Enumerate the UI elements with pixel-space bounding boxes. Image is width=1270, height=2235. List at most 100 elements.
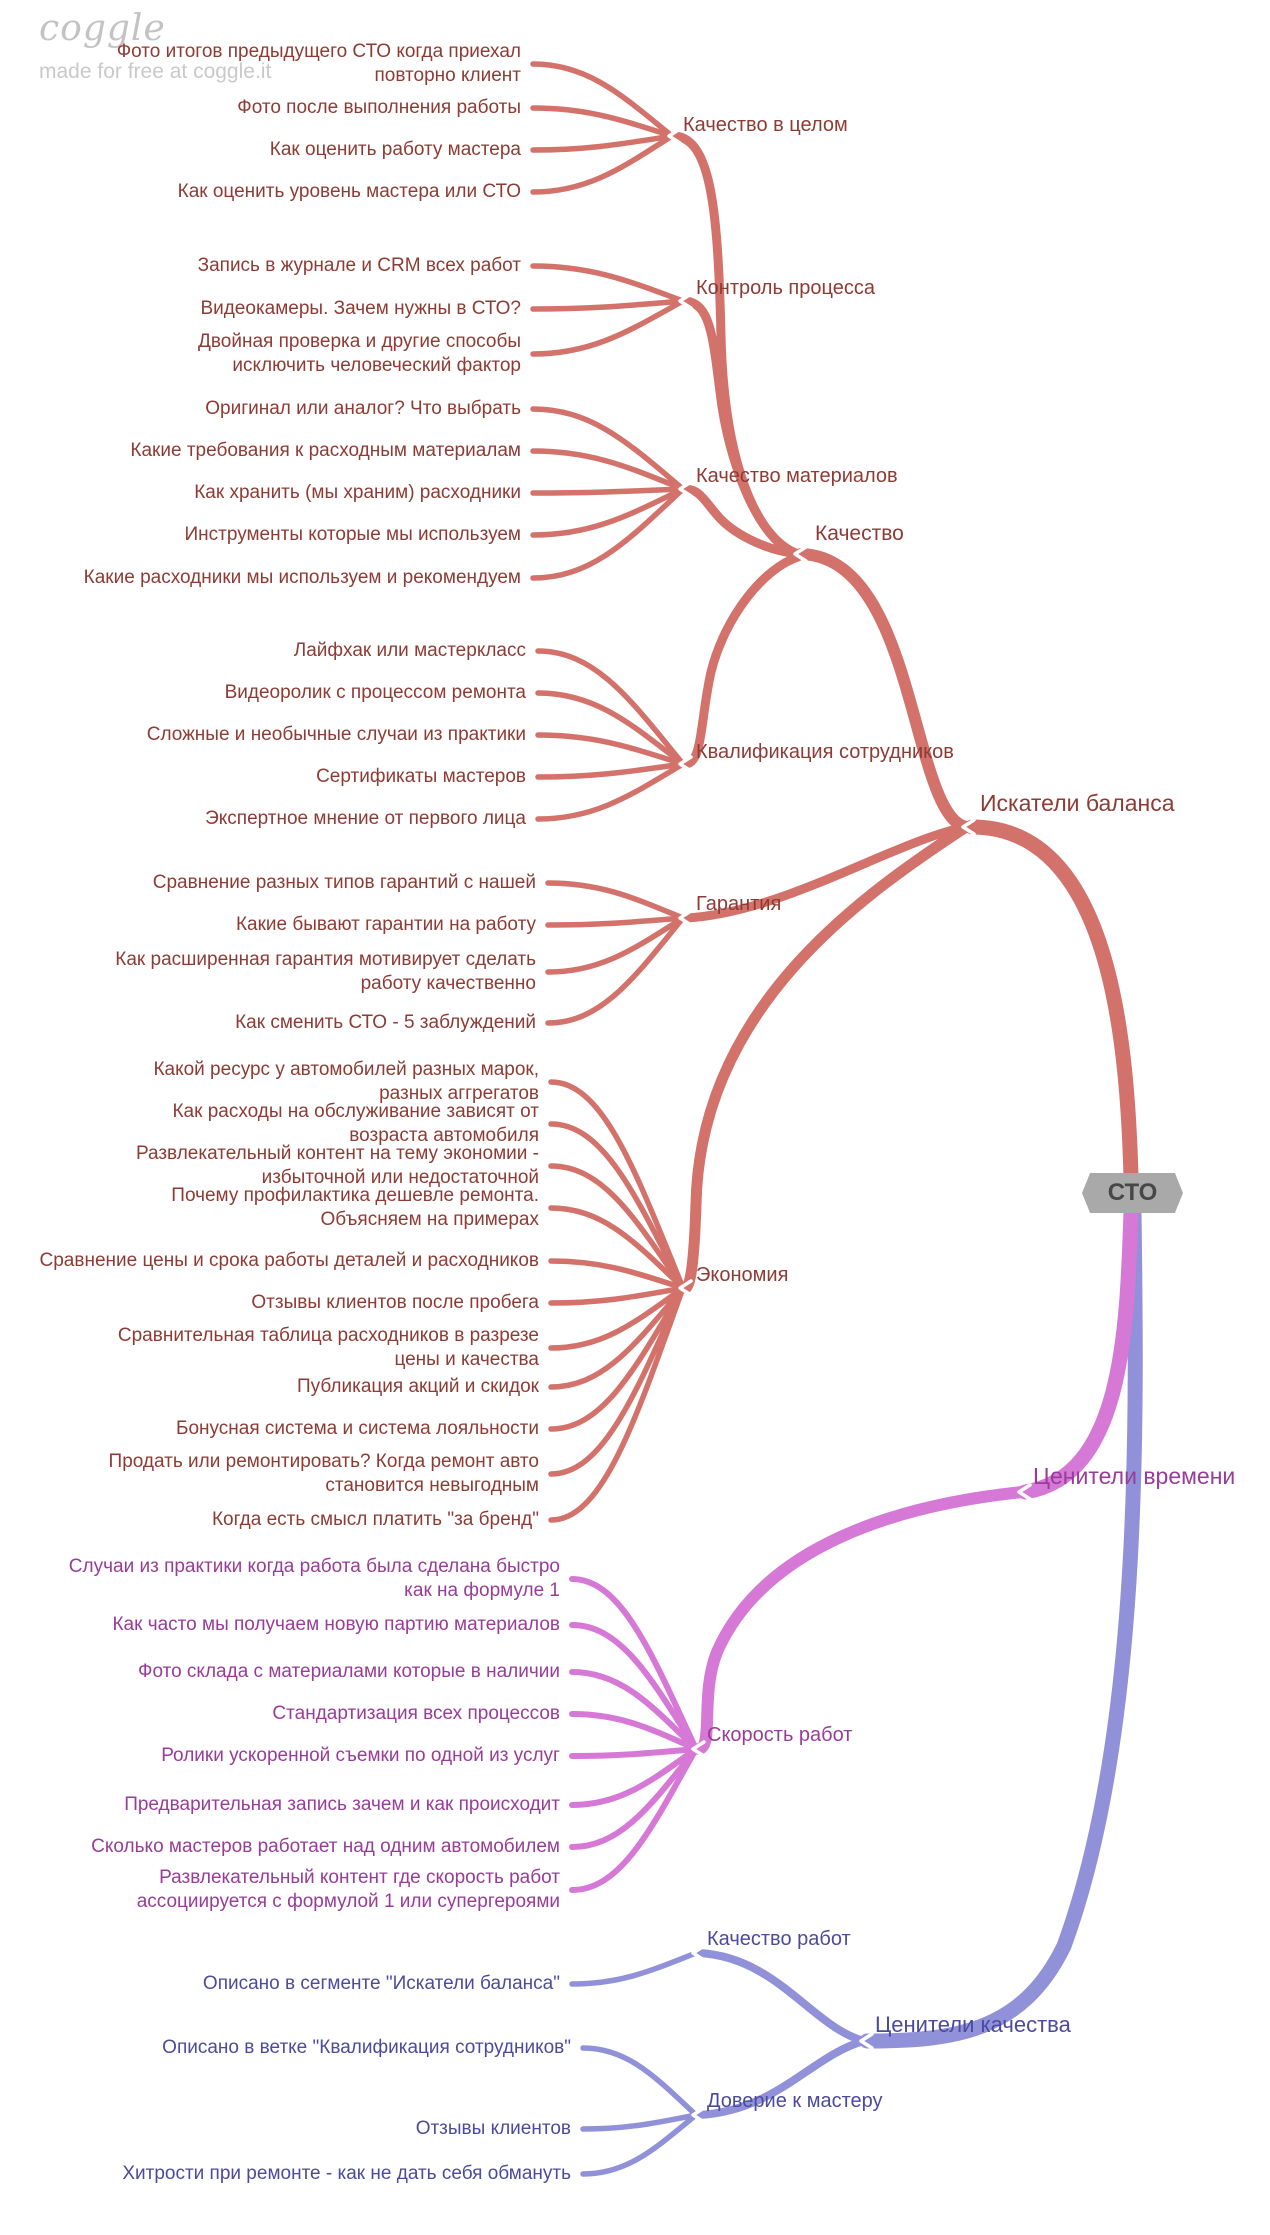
leaf-node[interactable]: Описано в сегменте "Искатели баланса" [202,1973,560,1994]
leaf-node[interactable]: Сравнение разных типов гарантий с нашей [152,872,536,893]
branch-master-trust[interactable]: Доверие к мастеру [707,2090,883,2112]
leaf-node[interactable]: Как сменить СТО - 5 заблуждений [235,1012,536,1033]
branch-curve [695,2037,868,2119]
branch-staff-qualification[interactable]: Квалификация сотрудников [696,741,954,763]
branch-curve [548,1285,686,1477]
branch-curve [569,1950,699,1987]
leaf-node[interactable]: Запись в журнале и CRM всех работ [197,255,521,276]
collapse-chevron-icon[interactable] [691,1944,706,1962]
leaf-node[interactable]: Фото после выполнения работы [237,97,521,118]
branch-curve [548,1163,686,1291]
leaf-node[interactable]: Почему профилактика дешевле ремонта. Объ… [171,1185,539,1230]
leaf-node[interactable]: Описано в ветке "Квалификация сотруднико… [162,2037,571,2058]
branch-curve [569,1746,699,1759]
branch-curve [530,133,675,153]
branch-curve [569,1746,699,1850]
leaf-node[interactable]: Какие требования к расходным материалам [130,440,521,461]
collapse-chevron-icon[interactable] [667,127,682,145]
branch-quality[interactable]: Качество [815,522,904,545]
leaf-node[interactable]: Видеокамеры. Зачем нужны в СТО? [200,298,521,319]
branch-economy[interactable]: Экономия [696,1264,789,1286]
leaf-node[interactable]: Лайфхак или мастеркласс [293,640,526,661]
collapse-chevron-icon[interactable] [691,1740,706,1758]
leaf-node[interactable]: Сертификаты мастеров [316,766,526,787]
branch-curve [548,1258,686,1291]
leaf-node[interactable]: Бонусная система и система лояльности [175,1418,539,1439]
collapse-chevron-icon[interactable] [678,480,693,498]
branch-work-quality[interactable]: Качество работ [707,1928,851,1950]
leaf-node[interactable]: Продать или ремонтировать? Когда ремонт … [108,1451,539,1496]
leaf-node[interactable]: Как расходы на обслуживание зависят от в… [172,1101,539,1146]
branch-curve [530,105,675,139]
collapse-chevron-icon[interactable] [1017,1483,1032,1501]
leaf-node[interactable]: Ролики ускоренной съемки по одной из усл… [161,1745,560,1766]
leaf-node[interactable]: Какие бывают гарантии на работу [235,914,536,935]
collapse-chevron-icon[interactable] [793,545,808,563]
branch-curve [530,61,675,139]
branch-materials-quality[interactable]: Качество материалов [696,465,898,487]
branch-curve [530,486,686,496]
branch-curve [548,1285,686,1432]
leaf-node[interactable]: Хитрости при ремонте - как не дать себя … [122,2163,571,2184]
leaf-node[interactable]: Стандартизация всех процессов [272,1703,560,1724]
leaf-node[interactable]: Двойная проверка и другие способы исключ… [198,331,521,376]
branch-curve [548,1285,686,1523]
collapse-chevron-icon[interactable] [678,755,693,773]
leaf-node[interactable]: Сравнение цены и срока работы деталей и … [39,1250,540,1271]
leaf-node[interactable]: Инструменты которые мы используем [184,524,522,545]
branch-curve [580,2045,699,2118]
branch-curve [548,1285,686,1390]
leaf-node[interactable]: Сколько мастеров работает над одним авто… [91,1836,560,1857]
branch-quality-lovers[interactable]: Ценители качества [875,2012,1071,2037]
branch-curve [530,133,675,195]
branch-curve [859,1204,1143,2049]
collapse-chevron-icon[interactable] [678,1279,693,1297]
leaf-node[interactable]: Развлекательный контент на тему экономии… [135,1143,539,1188]
branch-curve [548,1121,686,1291]
branch-process-control[interactable]: Контроль процесса [696,277,875,299]
collapse-chevron-icon[interactable] [678,292,693,310]
leaf-node[interactable]: Предварительная запись зачем и как проис… [124,1794,560,1815]
branch-curve [1017,1204,1139,1500]
branch-curve [548,1079,686,1291]
branch-curve [695,1949,868,2045]
leaf-node[interactable]: Случаи из практики когда работа была сде… [68,1556,560,1601]
leaf-node[interactable]: Когда есть смысл платить "за бренд" [211,1509,539,1530]
leaf-node[interactable]: Развлекательный контент где скорость раб… [136,1867,560,1912]
root-node[interactable]: СТО [1082,1173,1183,1213]
collapse-chevron-icon[interactable] [961,818,976,836]
leaf-node[interactable]: Экспертное мнение от первого лица [205,808,526,829]
branch-time-lovers[interactable]: Ценители времени [1033,1463,1236,1489]
branch-warranty[interactable]: Гарантия [696,893,782,915]
branch-curve [569,1576,699,1752]
branch-curve [535,732,686,767]
branch-curve [964,819,1139,1184]
leaf-node[interactable]: Как оценить работу мастера [269,139,521,160]
leaf-node[interactable]: Как оценить уровень мастера или СТО [177,181,521,202]
leaf-node[interactable]: Фото итогов предыдущего СТО когда приеха… [116,41,521,86]
leaf-node[interactable]: Сложные и необычные случаи из практики [146,724,526,745]
collapse-chevron-icon[interactable] [691,2106,706,2124]
leaf-node[interactable]: Как хранить (мы храним) расходники [194,482,521,503]
leaf-node[interactable]: Отзывы клиентов после пробега [251,1292,539,1313]
leaf-node[interactable]: Как часто мы получаем новую партию матер… [112,1614,560,1635]
leaf-node[interactable]: Какой ресурс у автомобилей разных марок,… [153,1059,539,1104]
coggle-logo: coggle [39,8,166,49]
leaf-node[interactable]: Как расширенная гарантия мотивирует сдел… [115,949,536,994]
collapse-chevron-icon[interactable] [678,909,693,927]
branch-curve [580,2112,699,2177]
leaf-node[interactable]: Фото склада с материалами которые в нали… [138,1661,560,1682]
leaf-node[interactable]: Отзывы клиентов [415,2118,571,2139]
leaf-node[interactable]: Какие расходники мы используем и рекомен… [83,567,521,588]
leaf-node[interactable]: Сравнительная таблица расходников в разр… [117,1325,539,1370]
leaf-node[interactable]: Публикация акций и скидок [296,1376,539,1397]
branch-quality-overall[interactable]: Качество в целом [683,114,848,136]
branch-curve [548,1205,686,1291]
branch-curve [681,296,803,559]
leaf-node[interactable]: Видеоролик с процессом ремонта [224,682,526,703]
branch-balance[interactable]: Искатели баланса [980,790,1175,816]
leaf-node[interactable]: Оригинал или аналог? Что выбрать [205,398,521,419]
collapse-chevron-icon[interactable] [859,2032,874,2050]
branch-work-speed[interactable]: Скорость работ [707,1724,853,1746]
